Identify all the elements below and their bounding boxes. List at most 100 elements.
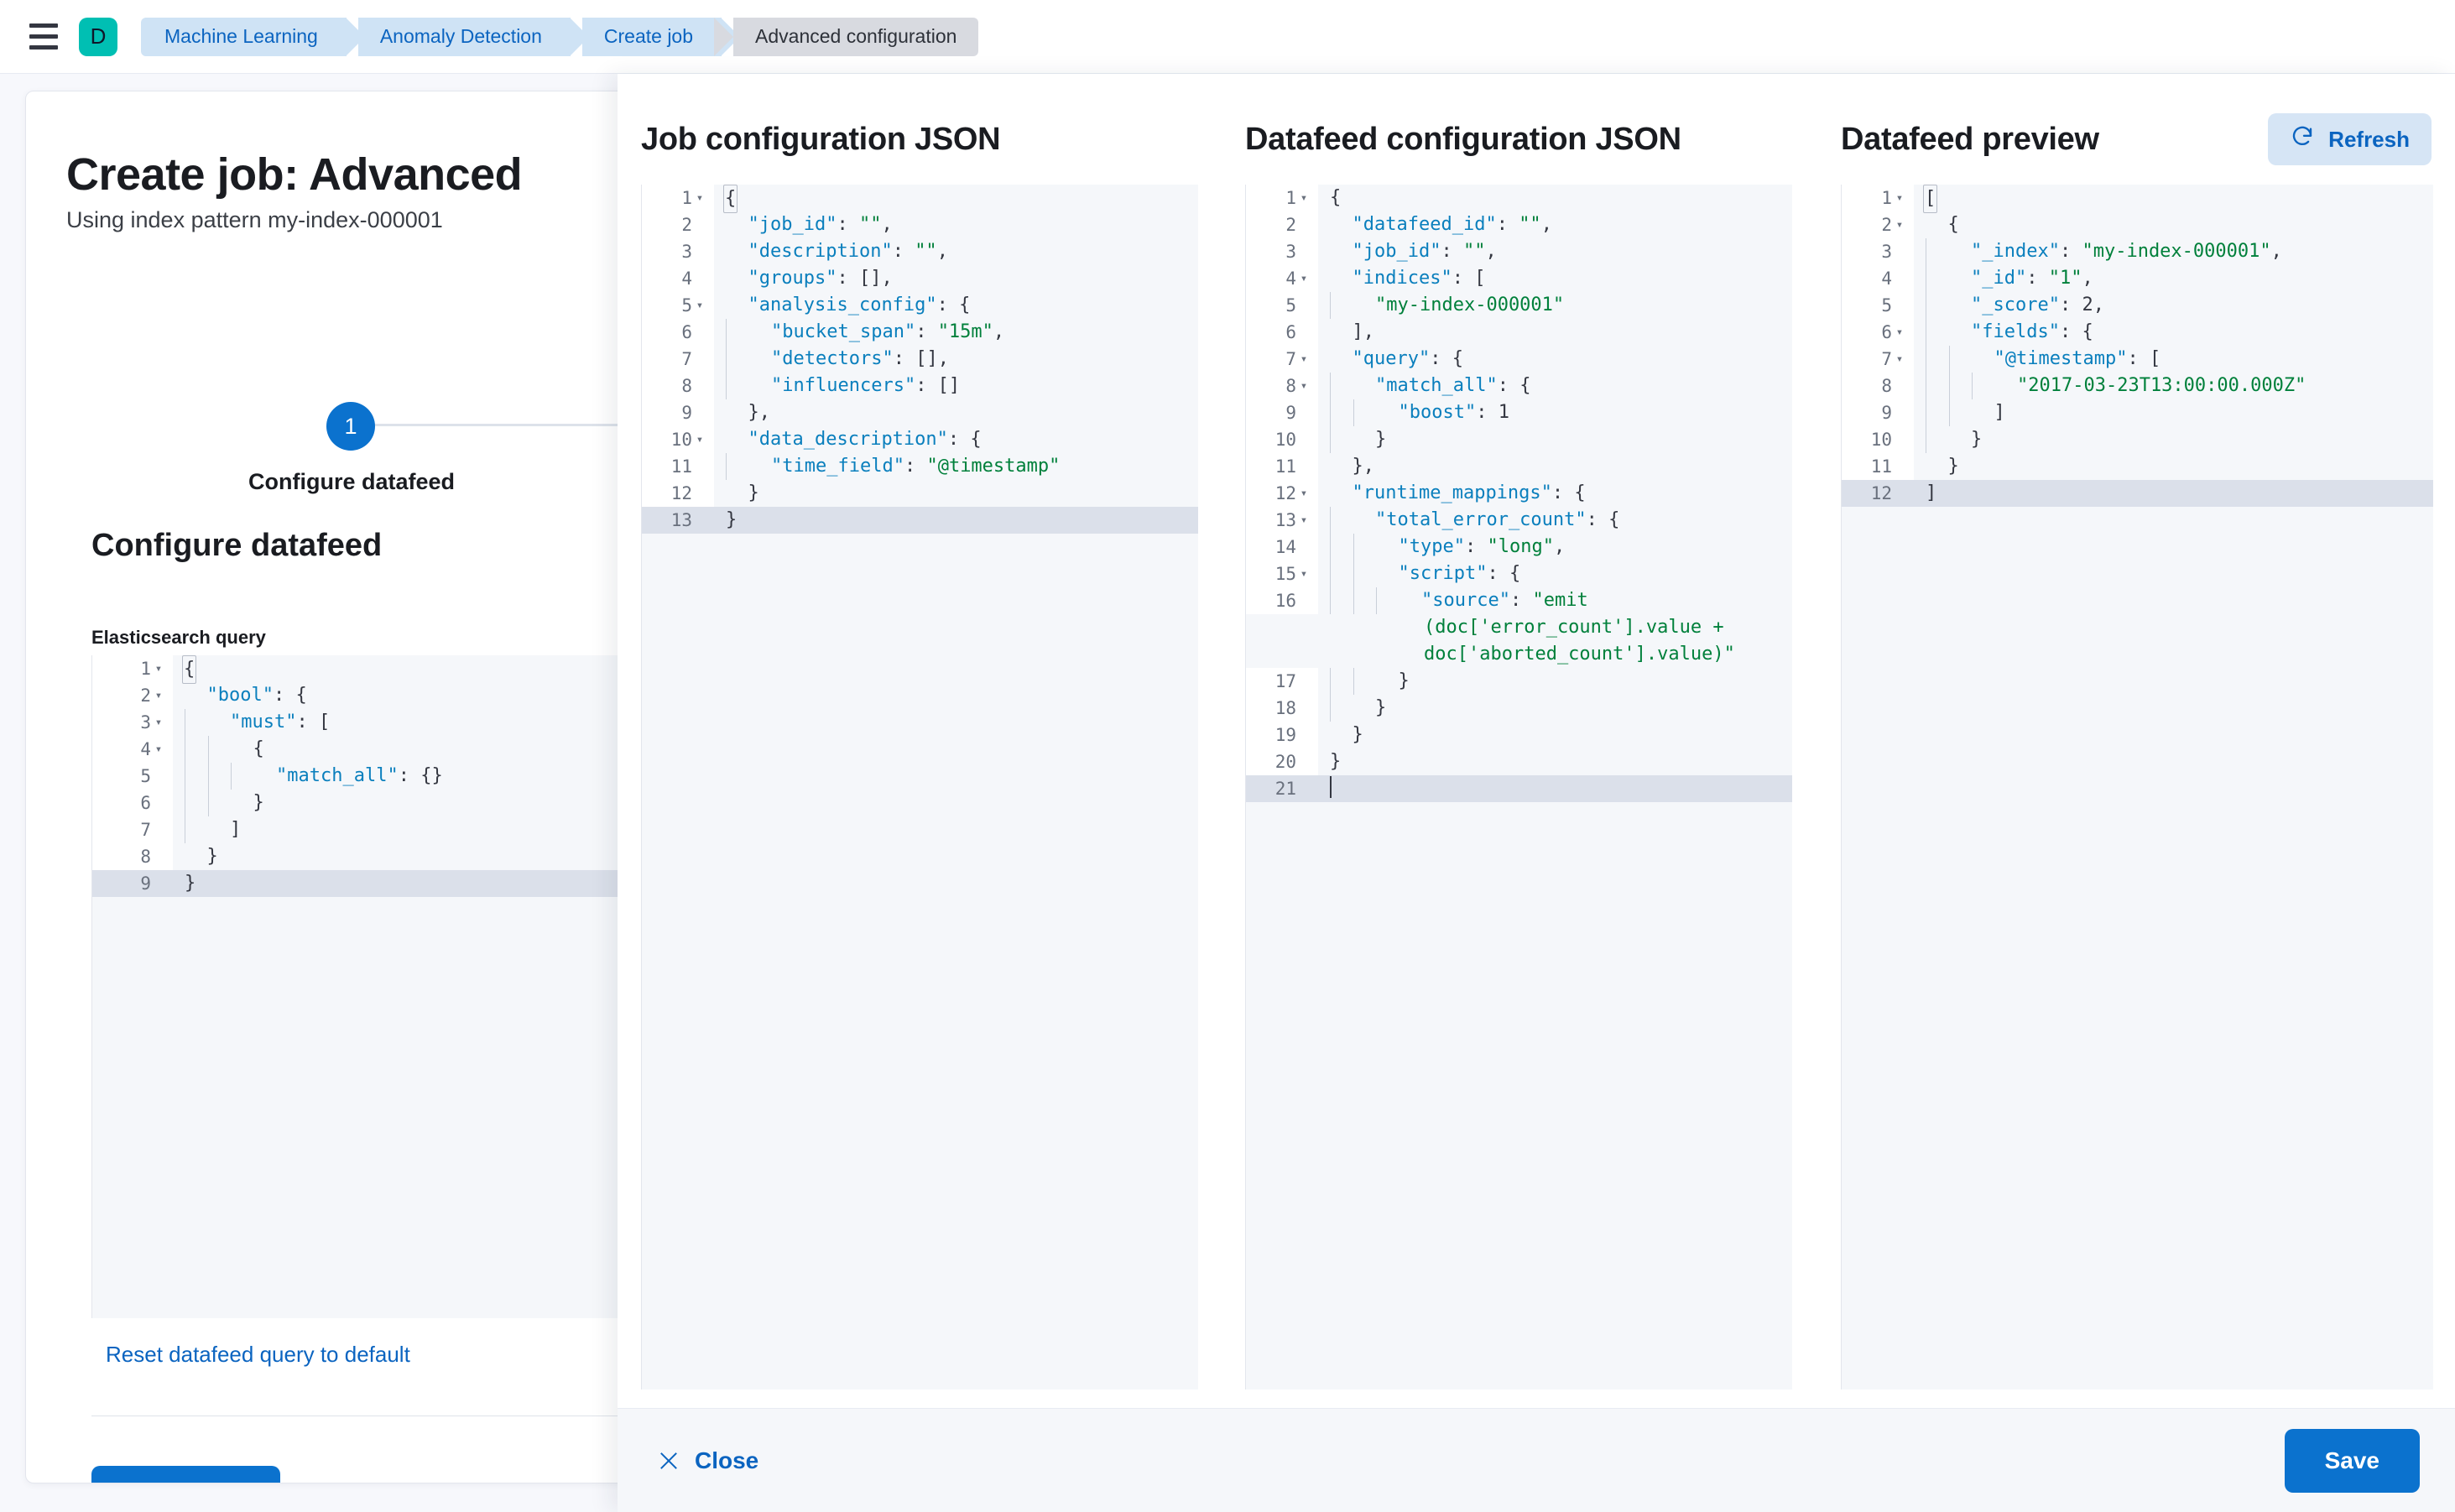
job-configuration-title: Job configuration JSON (641, 121, 1001, 157)
code-line-content: "type": "long", (1318, 534, 1792, 560)
fold-arrow-icon[interactable]: ▾ (1895, 218, 1904, 232)
reset-datafeed-query-link[interactable]: Reset datafeed query to default (106, 1342, 410, 1367)
edit-json-link[interactable]: Edit JSON (324, 1480, 439, 1483)
hamburger-menu-icon[interactable] (27, 20, 60, 54)
fold-arrow-icon[interactable]: ▾ (696, 433, 704, 446)
line-number-gutter: 1▾ (92, 655, 173, 682)
space-avatar[interactable]: D (79, 17, 117, 56)
fold-arrow-icon[interactable]: ▾ (1300, 352, 1308, 366)
line-number-gutter: 2▾ (1246, 211, 1318, 238)
refresh-button[interactable]: Refresh (2268, 113, 2432, 165)
code-line-content: "influencers": [] (714, 373, 1198, 399)
datafeed-preview-header: Datafeed preview Refresh (1841, 107, 2432, 171)
code-line: 12▾ "runtime_mappings": { (1246, 480, 1792, 507)
line-number-gutter: 11▾ (642, 453, 714, 480)
code-line-content: "@timestamp": [ (1914, 346, 2433, 373)
code-line-content: { (173, 655, 1199, 684)
code-line-content: "data_description": { (748, 429, 982, 450)
fold-arrow-icon[interactable]: ▾ (696, 191, 704, 205)
code-line: 17▾ } (1246, 668, 1792, 695)
line-number-gutter: 5▾ (1246, 292, 1318, 319)
code-line-content: "_score": 2, (1914, 292, 2433, 319)
indent-guide (1353, 668, 1354, 695)
fold-arrow-icon[interactable]: ▾ (154, 662, 163, 675)
page-title: Create job: Advanced (66, 149, 523, 200)
fold-arrow-icon[interactable]: ▾ (1895, 326, 1904, 339)
job-configuration-editor[interactable]: 1▾{2▾ "job_id": "",3▾ "description": "",… (641, 185, 1198, 1389)
code-line-content: "source": "emit(doc['error_count'].value… (1318, 587, 1792, 668)
advanced-configuration-flyout: Job configuration JSON 1▾{2▾ "job_id": "… (618, 74, 2455, 1512)
code-line: 12▾ } (642, 480, 1198, 507)
indent-guide (207, 790, 209, 816)
line-number-gutter: 2▾ (1842, 211, 1914, 238)
indent-guide (1330, 292, 1331, 319)
fold-arrow-icon[interactable]: ▾ (1895, 352, 1904, 366)
datafeed-preview-editor[interactable]: 1▾[2▾ {3▾ "_index": "my-index-000001",4▾… (1841, 185, 2433, 1389)
datafeed-configuration-editor[interactable]: 1▾{2▾ "datafeed_id": "",3▾ "job_id": "",… (1245, 185, 1792, 1389)
line-number-gutter: 5▾ (92, 763, 173, 790)
code-line: 3▾ "_index": "my-index-000001", (1842, 238, 2433, 265)
code-line-content: { (714, 185, 1198, 213)
indent-guide (1353, 399, 1354, 426)
close-button[interactable]: Close (653, 1447, 764, 1475)
fold-arrow-icon[interactable]: ▾ (1300, 514, 1308, 527)
stepper-step-1[interactable]: 1 (326, 402, 375, 451)
breadcrumb-item-1[interactable]: Anomaly Detection (357, 17, 589, 56)
code-line: 8▾ "match_all": { (1246, 373, 1792, 399)
line-number-gutter: 12▾ (642, 480, 714, 507)
code-line-content: } (1318, 668, 1792, 695)
fold-arrow-icon[interactable]: ▾ (1300, 191, 1308, 205)
fold-arrow-icon[interactable]: ▾ (1300, 567, 1308, 581)
line-number-gutter: 2▾ (642, 211, 714, 238)
line-number-gutter: 4▾ (642, 265, 714, 292)
line-number-gutter: 3▾ (642, 238, 714, 265)
refresh-icon (2290, 124, 2315, 155)
fold-arrow-icon[interactable]: ▾ (154, 689, 163, 702)
code-line-content: "match_all": { (1318, 373, 1792, 399)
fold-arrow-icon[interactable]: ▾ (1300, 487, 1308, 500)
code-line: 4▾ "_id": "1", (1842, 265, 2433, 292)
indent-guide (1330, 507, 1331, 534)
breadcrumb-item-2[interactable]: Create job (581, 17, 741, 56)
datafeed-preview-title: Datafeed preview (1841, 121, 2099, 157)
indent-guide (1353, 560, 1354, 587)
code-line: 12▾] (1842, 480, 2433, 507)
next-button[interactable]: Next (91, 1466, 280, 1483)
fold-arrow-icon[interactable]: ▾ (154, 743, 163, 756)
code-line: 2▾ "datafeed_id": "", (1246, 211, 1792, 238)
code-line-content: { (1330, 187, 1342, 208)
hamburger-bar (29, 23, 58, 28)
job-configuration-header: Job configuration JSON (641, 107, 1198, 171)
code-line: 2▾ { (1842, 211, 2433, 238)
line-number-gutter: 5▾ (642, 292, 714, 319)
page-subtitle: Using index pattern my-index-000001 (66, 207, 443, 232)
fold-arrow-icon[interactable]: ▾ (1300, 379, 1308, 393)
fold-arrow-icon[interactable]: ▾ (154, 716, 163, 729)
line-number-gutter: 5▾ (1842, 292, 1914, 319)
code-line: 3▾ "must": [ (92, 709, 1199, 736)
fold-arrow-icon[interactable]: ▾ (1895, 191, 1904, 205)
code-wrapped-line: doc['aborted_count'].value)" (1424, 644, 1735, 665)
line-number-gutter: 20▾ (1246, 748, 1318, 775)
line-number-gutter: 6▾ (92, 790, 173, 816)
code-line-content: "detectors": [], (714, 346, 1198, 373)
elasticsearch-query-label: Elasticsearch query (91, 627, 266, 648)
fold-arrow-icon[interactable]: ▾ (696, 299, 704, 312)
fold-arrow-icon[interactable]: ▾ (1300, 272, 1308, 285)
code-line-content: [ (1914, 185, 2433, 213)
breadcrumb-item-0[interactable]: Machine Learning (141, 17, 365, 56)
line-number-gutter: 8▾ (642, 373, 714, 399)
save-button[interactable]: Save (2284, 1428, 2420, 1493)
code-line-content: ] (1914, 399, 2433, 426)
code-line: 1▾[ (1842, 185, 2433, 213)
line-number-gutter: 15▾ (1246, 560, 1318, 587)
code-line-content: } (1330, 751, 1342, 772)
line-number-gutter: 6▾ (1246, 319, 1318, 346)
text-caret (1330, 776, 1332, 798)
indent-guide (726, 373, 727, 399)
line-number-gutter: 8▾ (1842, 373, 1914, 399)
code-line-content: "must": [ (173, 709, 1199, 736)
flyout-footer: Close Save (618, 1408, 2455, 1512)
datafeed-preview-panel: Datafeed preview Refresh 1▾[2▾ {3▾ "_ind… (1817, 107, 2455, 1408)
